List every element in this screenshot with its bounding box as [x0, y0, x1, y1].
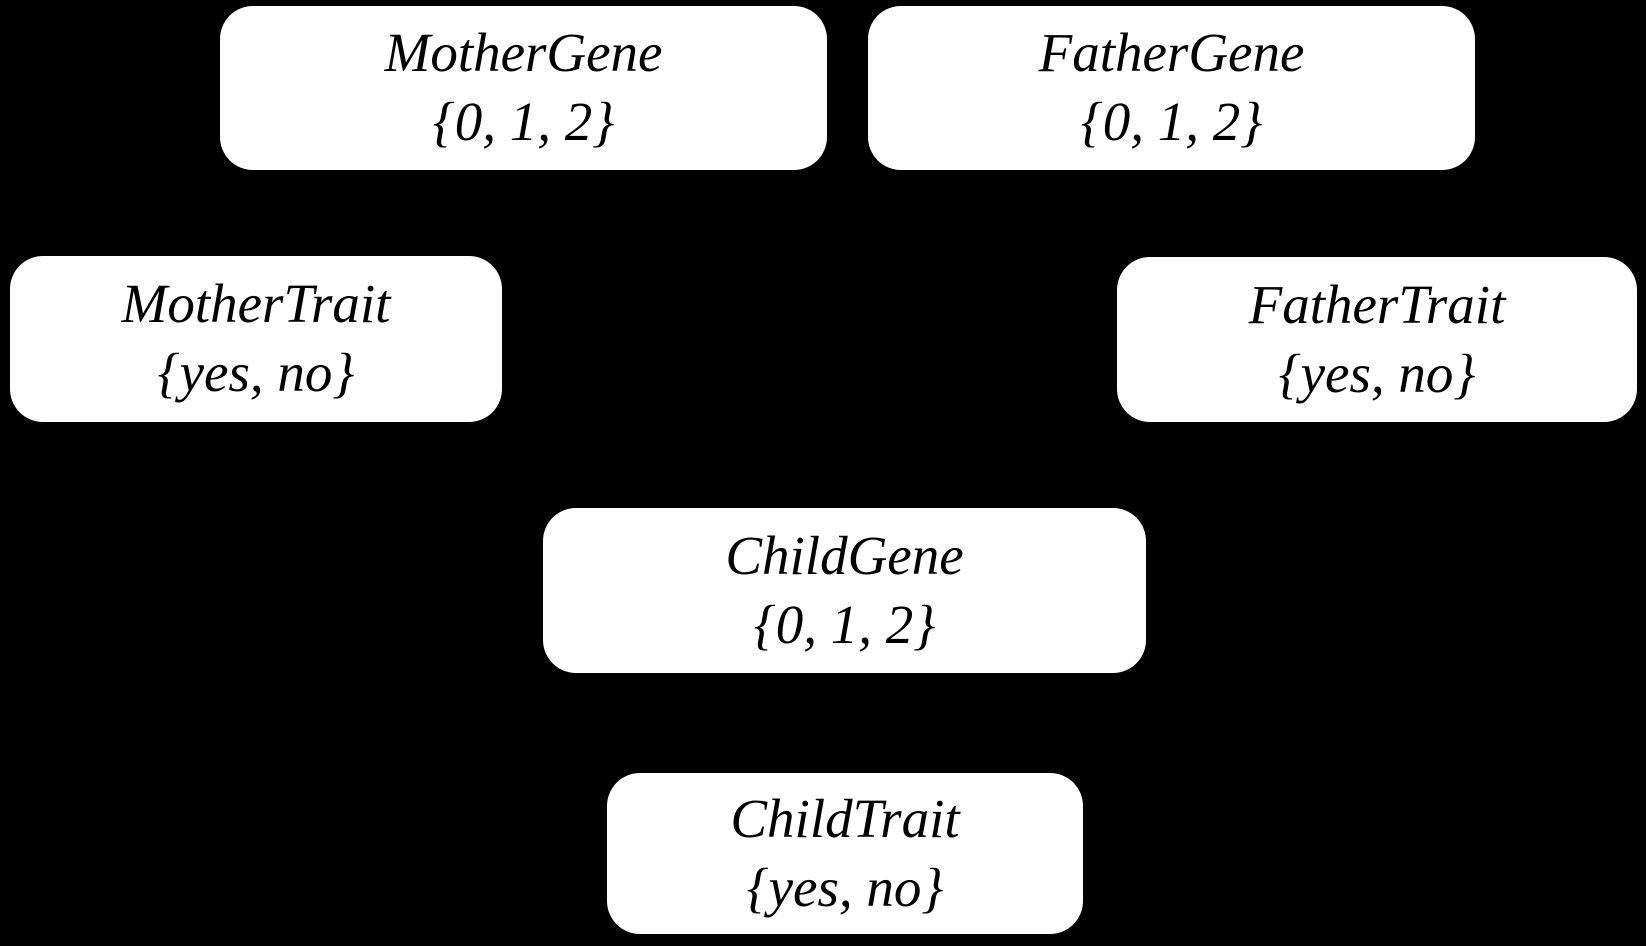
node-label: FatherTrait [1248, 273, 1506, 335]
node-label: FatherGene [1038, 22, 1305, 84]
node-values: {0, 1, 2} [1080, 91, 1263, 152]
node-mother-gene: MotherGene {0, 1, 2} [220, 6, 827, 170]
node-father-trait: FatherTrait {yes, no} [1117, 257, 1637, 422]
node-label: MotherGene [384, 22, 663, 84]
node-father-gene: FatherGene {0, 1, 2} [868, 6, 1475, 170]
node-label: ChildTrait [730, 787, 960, 849]
node-mother-trait: MotherTrait {yes, no} [10, 256, 502, 422]
node-values: {yes, no} [157, 342, 355, 403]
node-values: {0, 1, 2} [432, 91, 615, 152]
node-label: MotherTrait [121, 273, 391, 335]
node-label: ChildGene [725, 524, 964, 586]
node-child-trait: ChildTrait {yes, no} [607, 773, 1083, 934]
node-values: {0, 1, 2} [753, 593, 936, 655]
node-child-gene: ChildGene {0, 1, 2} [543, 508, 1146, 673]
node-values: {yes, no} [746, 856, 944, 918]
node-values: {yes, no} [1278, 342, 1476, 404]
